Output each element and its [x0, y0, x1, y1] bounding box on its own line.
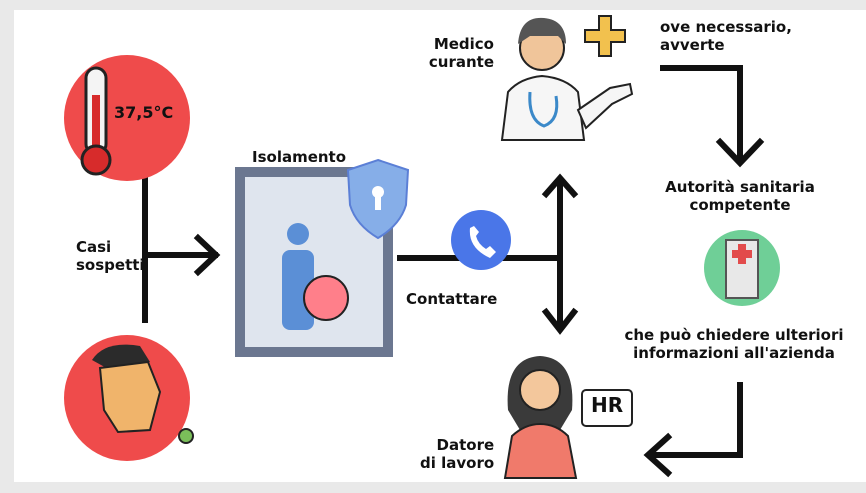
doctor-arm-icon — [576, 82, 634, 130]
hr-badge-label: HR — [591, 393, 624, 417]
person-head-icon — [287, 223, 309, 245]
virus-small-icon — [178, 428, 194, 444]
employer-node — [503, 356, 633, 479]
arrow-to-datore — [647, 382, 743, 458]
datore-label: Datore di lavoro — [420, 436, 495, 472]
hospital-node — [704, 230, 780, 306]
hr-bubble-icon — [581, 389, 633, 427]
virus-icon — [303, 275, 349, 321]
person-body-icon — [282, 250, 314, 330]
arrow-to-datore-head — [643, 432, 673, 478]
arrow-up-head — [541, 173, 579, 199]
doctor-coat-icon — [500, 74, 586, 141]
arrow-to-autorita — [660, 65, 743, 163]
medico-label: Medico curante — [428, 35, 494, 71]
phone-circle — [451, 210, 511, 270]
medical-cross-icon — [584, 15, 626, 57]
arrow-to-autorita-head — [715, 137, 765, 168]
phone-icon — [469, 226, 496, 258]
arrow-down-head — [541, 307, 579, 335]
hospital-cross-icon — [732, 244, 752, 264]
arrow-to-isolation-head — [193, 233, 221, 277]
casi-sospetti-label: Casi sospetti — [76, 238, 145, 274]
employer-face-icon — [519, 369, 561, 411]
phone-node — [451, 210, 511, 270]
thermometer-mercury — [92, 95, 100, 153]
thermometer-bulb — [80, 144, 112, 176]
ove-label: ove necessario, avverte — [660, 18, 792, 54]
thermometer-node — [64, 55, 190, 181]
employer-body-icon — [503, 422, 578, 479]
connectors — [142, 65, 765, 478]
doctor-node — [500, 15, 634, 141]
chiedere-label: che può chiedere ulteriori informazioni … — [624, 326, 844, 362]
autorita-label: Autorità sanitaria competente — [665, 178, 815, 214]
lock-slot-icon — [375, 194, 381, 210]
cough-node — [64, 335, 194, 461]
person-face-icon — [98, 360, 162, 434]
doctor-hair-icon — [518, 17, 566, 44]
isolation-node — [235, 158, 410, 357]
contattare-label: Contattare — [406, 290, 498, 308]
temperature-label: 37,5°C — [114, 103, 174, 122]
isolamento-label: Isolamento — [252, 148, 347, 166]
stethoscope-icon — [528, 91, 559, 128]
